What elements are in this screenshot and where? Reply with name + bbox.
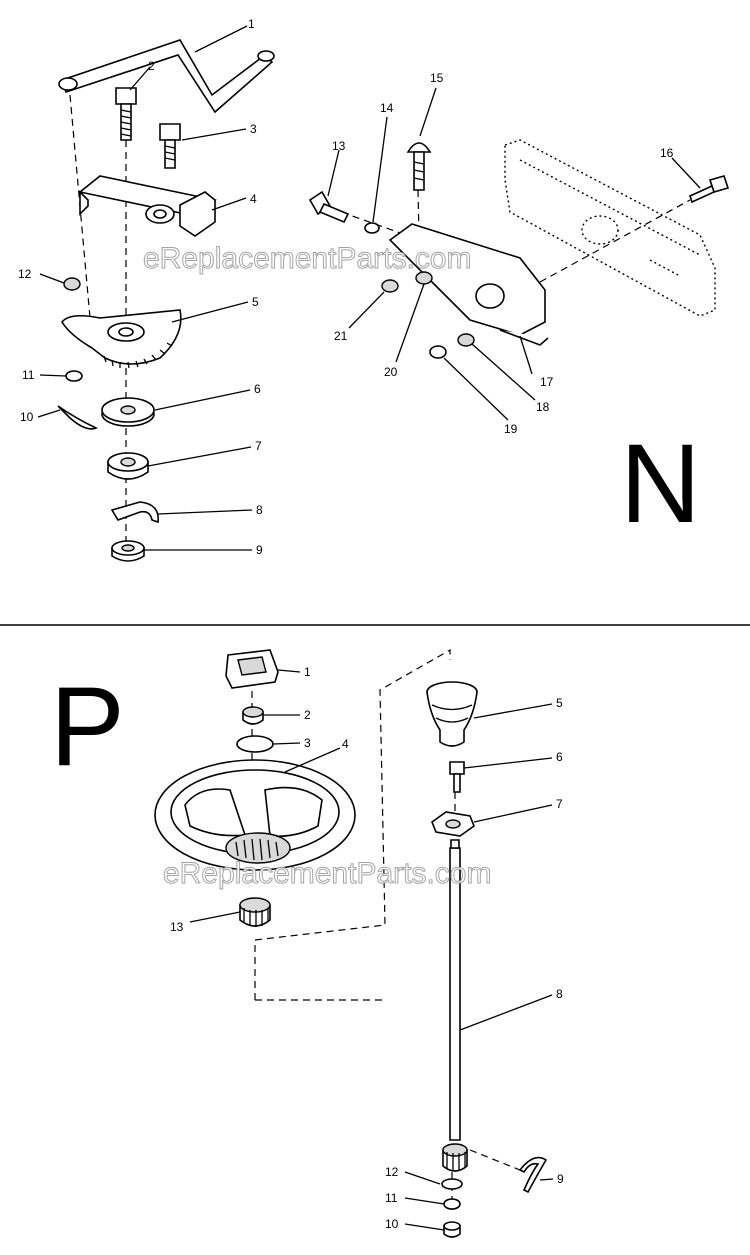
callout-p-5: 5 xyxy=(556,696,563,710)
section-n: 1 2 3 4 5 6 7 8 9 10 11 12 13 14 15 16 1… xyxy=(18,17,730,562)
support-bracket xyxy=(388,223,549,346)
steering-boot xyxy=(426,681,478,747)
clip xyxy=(110,501,159,524)
callout-p-11: 11 xyxy=(385,1191,398,1205)
hair-pin xyxy=(518,1156,548,1194)
nut-12 xyxy=(63,277,81,291)
steering-adapter xyxy=(239,897,271,927)
callout-p-8: 8 xyxy=(556,987,563,1001)
bolt-short xyxy=(159,123,181,169)
callout-n-2: 2 xyxy=(148,59,155,73)
callout-p-13: 13 xyxy=(170,920,184,934)
flange-bearing xyxy=(431,811,475,837)
section-p: P xyxy=(50,648,564,1238)
sector-gear xyxy=(61,309,182,369)
pinion-gear xyxy=(442,1143,468,1172)
dash-panel xyxy=(504,139,716,317)
callout-p-9: 9 xyxy=(557,1172,564,1186)
nut-21 xyxy=(381,279,399,293)
bushing xyxy=(107,452,149,480)
steering-shaft xyxy=(449,839,461,1141)
callout-n-19: 19 xyxy=(504,422,518,436)
callout-n-4: 4 xyxy=(250,192,257,206)
callouts-p: 1 2 3 4 5 6 7 8 9 10 11 12 13 xyxy=(170,665,564,1231)
washer-p12 xyxy=(441,1178,463,1190)
steering-wheel xyxy=(154,759,356,871)
washer-14 xyxy=(364,222,380,234)
callout-p-10: 10 xyxy=(385,1217,399,1231)
callout-n-1: 1 xyxy=(248,17,255,31)
callout-n-10: 10 xyxy=(20,410,34,424)
callout-n-15: 15 xyxy=(430,71,444,85)
callout-p-2: 2 xyxy=(304,708,311,722)
watermark-bottom: eReplacementParts.com xyxy=(163,857,491,890)
bolt-p6 xyxy=(449,761,465,793)
callout-p-6: 6 xyxy=(556,750,563,764)
callout-n-3: 3 xyxy=(250,122,257,136)
callout-p-7: 7 xyxy=(556,797,563,811)
nut-p2 xyxy=(242,706,264,725)
callout-n-17: 17 xyxy=(540,375,554,389)
callout-n-20: 20 xyxy=(384,365,398,379)
callout-n-8: 8 xyxy=(256,503,263,517)
carriage-bolt xyxy=(406,142,432,191)
callout-n-11: 11 xyxy=(22,368,35,382)
nut-18 xyxy=(457,333,475,347)
leader-lines-p xyxy=(189,669,554,1231)
callout-n-5: 5 xyxy=(252,295,259,309)
callout-n-6: 6 xyxy=(254,382,261,396)
callout-p-1: 1 xyxy=(304,665,311,679)
bolt-13 xyxy=(308,190,350,224)
section-letter-p: P xyxy=(50,664,125,789)
washer-19 xyxy=(429,345,447,359)
thick-washer xyxy=(101,397,155,427)
bolt-long xyxy=(115,87,137,141)
ring-p11 xyxy=(443,1198,461,1210)
callouts-n: 1 2 3 4 5 6 7 8 9 10 11 12 13 14 15 16 1… xyxy=(18,17,674,557)
section-letter-n: N xyxy=(620,421,701,546)
callout-n-21: 21 xyxy=(334,329,348,343)
callout-n-18: 18 xyxy=(536,400,550,414)
leader-lines-n xyxy=(37,25,701,551)
screw-16 xyxy=(689,175,730,204)
callout-n-13: 13 xyxy=(332,139,346,153)
nut-9 xyxy=(111,540,145,562)
callout-p-3: 3 xyxy=(304,736,311,750)
callout-p-12: 12 xyxy=(385,1165,399,1179)
callout-n-16: 16 xyxy=(660,146,674,160)
cotter-pin xyxy=(57,405,98,430)
steering-cap xyxy=(225,649,279,689)
washer-11 xyxy=(65,370,83,382)
mounting-bracket xyxy=(78,175,217,237)
washer-p3 xyxy=(236,735,274,753)
nut-p10 xyxy=(443,1221,461,1238)
callout-n-7: 7 xyxy=(255,439,262,453)
callout-n-14: 14 xyxy=(380,101,394,115)
callout-n-9: 9 xyxy=(256,543,263,557)
callout-n-12: 12 xyxy=(18,267,32,281)
watermark-top: eReplacementParts.com xyxy=(143,242,471,275)
callout-p-4: 4 xyxy=(342,737,349,751)
steering-arm xyxy=(58,39,275,114)
